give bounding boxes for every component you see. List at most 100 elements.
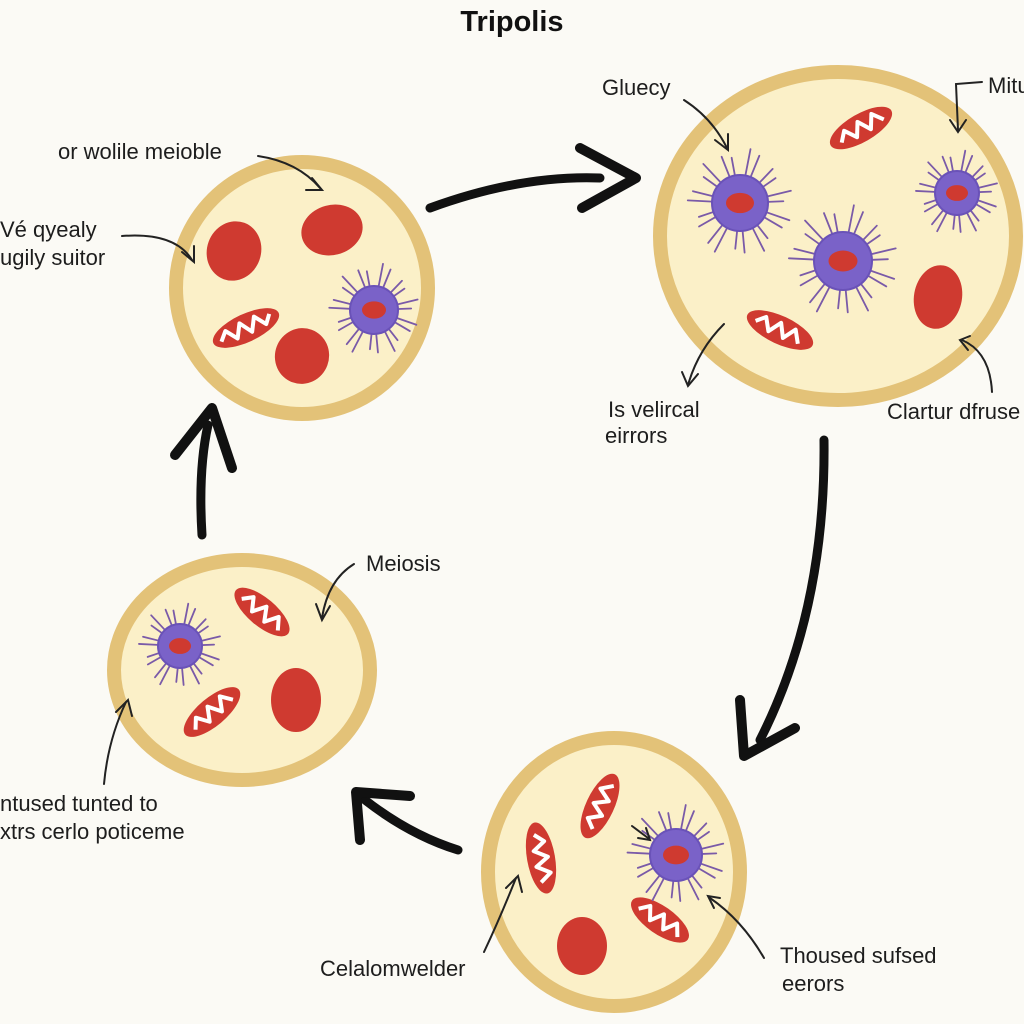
mitochondrion (183, 687, 241, 737)
nucleus-spike (741, 227, 746, 254)
nucleus-spike (720, 155, 732, 181)
nucleus-spike (159, 662, 172, 686)
cell-1 (169, 155, 435, 421)
nucleus-spike (763, 189, 792, 199)
nucleus-spiky (787, 204, 897, 314)
red-organelle (557, 917, 607, 975)
nucleus-spike (164, 608, 174, 629)
nucleus-spike (683, 810, 695, 835)
nucleus-spike (679, 804, 687, 833)
nucleus-spiky (328, 262, 419, 354)
nucleus-spike (936, 209, 949, 233)
nucleus-spike (762, 210, 791, 222)
red-organelle (271, 668, 321, 732)
nucleus-spike (150, 614, 168, 633)
nucleus-spike (853, 283, 869, 312)
cycle-arrow-left (170, 403, 237, 540)
nucleus-spike (154, 660, 169, 679)
pointer-mitu (954, 81, 983, 131)
pointer-thoused (709, 897, 765, 959)
nucleus-spike (686, 199, 716, 203)
nucleus-spike (186, 607, 197, 629)
nucleus-spike (357, 269, 367, 291)
nucleus-spike (867, 247, 897, 256)
red-organelle (301, 204, 363, 256)
cycle-arrow-right (735, 435, 829, 761)
nucleus-spike (188, 662, 200, 685)
nucleolus (362, 301, 386, 319)
mitochondrion (234, 587, 290, 637)
mitochondrion (829, 106, 893, 150)
nucleolus (828, 250, 858, 272)
red-organelle (206, 221, 262, 281)
nucleus-spike (328, 306, 354, 310)
nucleus-spiky (138, 602, 221, 686)
nucleus-spike (351, 328, 365, 353)
nucleus-spike (975, 182, 998, 190)
label-velircal-line1: Is velircal (608, 397, 700, 422)
nucleus-spike (963, 154, 974, 176)
cell-3 (107, 553, 377, 787)
cell-4 (481, 731, 747, 1013)
mitochondrion (212, 308, 280, 348)
nucleolus (663, 845, 689, 865)
nucleus-spike (626, 851, 654, 855)
nucleolus (169, 638, 191, 654)
nucleus-spiky (915, 149, 998, 233)
pointer-tunted (103, 701, 127, 785)
nucleus-spike (138, 643, 162, 646)
pointer-meiosis (321, 563, 355, 619)
nucleus-spike (182, 602, 190, 628)
nucleus-spike (692, 190, 717, 198)
nucleus-spike (345, 325, 362, 346)
label-qyealy-line1: Vé qyealy (0, 217, 97, 242)
cycle-arrow-top (425, 143, 641, 213)
nucleus-spike (847, 204, 855, 237)
label-tunted-line2: xtrs cerlo poticeme (0, 819, 185, 844)
cycle-arrow-bottom (351, 787, 463, 855)
nucleus-spike (697, 861, 723, 872)
nucleus-spike (851, 211, 864, 238)
pointer-qyealy (121, 234, 193, 261)
label-celalom: Celalomwelder (320, 956, 466, 981)
label-qyealy-line2: ugily suitor (0, 245, 106, 270)
label-tunted-line1: ntused tunted to (0, 791, 158, 816)
label-thoused-line2: eerors (782, 971, 845, 996)
nucleus-spike (645, 872, 663, 893)
label-gluecy: Gluecy (602, 75, 671, 100)
nucleus-spike (651, 874, 667, 902)
nucleus-spike (197, 651, 220, 661)
pointer-nucleus (631, 825, 649, 839)
nucleus-spiky (626, 804, 725, 902)
nucleus-spike (748, 154, 761, 181)
label-velircal-line2: eirrors (605, 423, 668, 448)
nucleus-spike (815, 283, 832, 313)
nucleus-spike (641, 817, 661, 839)
nucleus-spike (382, 328, 396, 352)
pointer-lines (103, 81, 993, 959)
red-organelle (913, 265, 963, 329)
nucleus-spike (677, 877, 682, 902)
pointer-clartur (961, 339, 993, 393)
nucleus-spike (685, 874, 700, 901)
nucleus-spike (866, 268, 896, 280)
nucleus-spike (844, 286, 849, 314)
nucleus-spike (864, 273, 888, 288)
mitochondrion (525, 822, 557, 894)
diagram-title: Tripolis (460, 6, 564, 38)
nucleus-spike (743, 148, 752, 180)
nucleus-spike (804, 219, 827, 243)
nucleus-spike (809, 280, 828, 304)
nucleus-spike (823, 212, 835, 238)
nucleus-spike (658, 811, 669, 835)
red-organelle (274, 328, 330, 384)
nucleus-spike (394, 298, 419, 306)
pointer-velircal (687, 323, 725, 386)
nucleus-spike (198, 635, 221, 643)
nucleolus (726, 192, 754, 214)
label-meiosis: Meiosis (366, 551, 441, 576)
pointer-celalom (483, 877, 517, 953)
nucleolus (946, 185, 968, 201)
nucleus-spike (957, 211, 962, 233)
